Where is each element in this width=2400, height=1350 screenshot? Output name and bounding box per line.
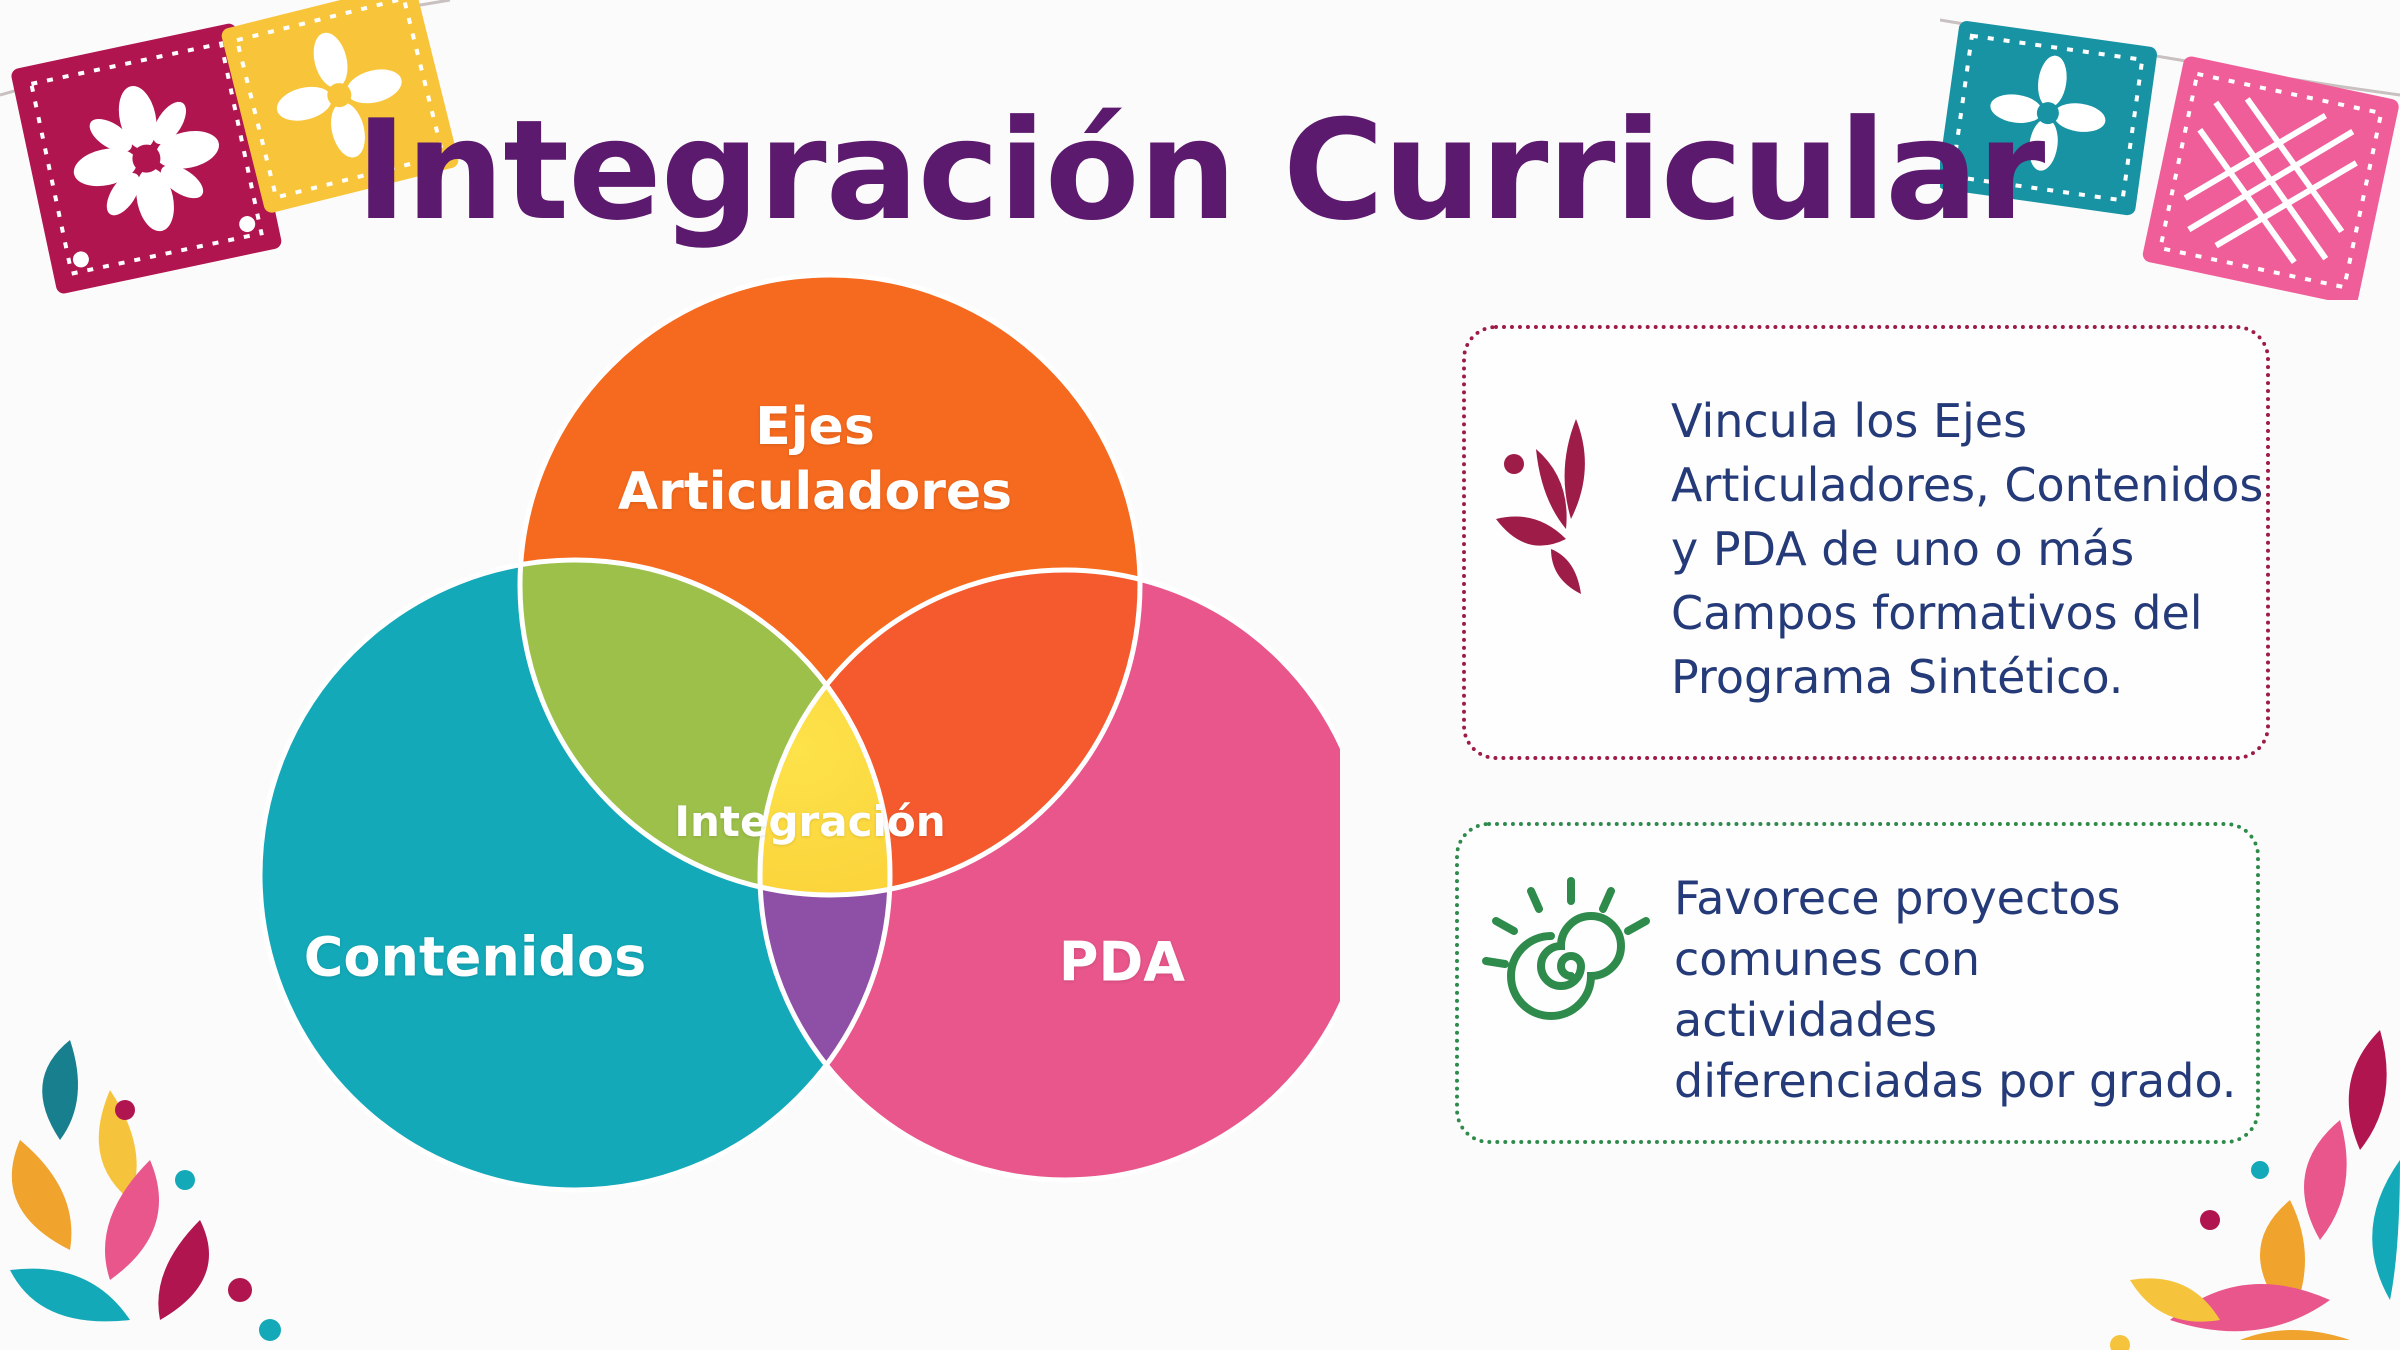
flourish-bottom-left-icon: [10, 1040, 281, 1341]
flag-magenta-icon: [11, 23, 282, 294]
flag-pink-icon: [2142, 56, 2399, 300]
flourish-icon: [1496, 419, 1585, 594]
venn-diagram: Ejes Articuladores Contenidos PDA Integr…: [257, 270, 1373, 1230]
info-card-vincula: Vincula los Ejes Articuladores, Contenid…: [1462, 325, 2270, 760]
flag-teal-icon: [1940, 21, 2158, 216]
papel-picado-left: [0, 0, 459, 294]
flourish-bottom-right-icon: [2110, 1030, 2400, 1350]
venn-label-contenidos: Contenidos: [303, 925, 647, 989]
venn-label-integracion: Integración: [674, 796, 946, 846]
venn-label-pda: PDA: [1058, 930, 1186, 994]
flag-yellow-icon: [221, 0, 459, 213]
card-favorece-text: Favorece proyectos comunes con actividad…: [1674, 871, 2237, 1108]
venn-label-ejes: Ejes Articuladores: [617, 397, 1013, 522]
papel-picado-right: [1940, 18, 2400, 300]
card-vincula-text: Vincula los Ejes Articuladores, Contenid…: [1671, 394, 2264, 704]
info-card-favorece: Favorece proyectos comunes con actividad…: [1455, 822, 2260, 1144]
page-title: Integración Curricular: [355, 90, 2046, 251]
venn-shapes: [257, 272, 1373, 1193]
spiral-sun-icon: [1482, 877, 1650, 1020]
